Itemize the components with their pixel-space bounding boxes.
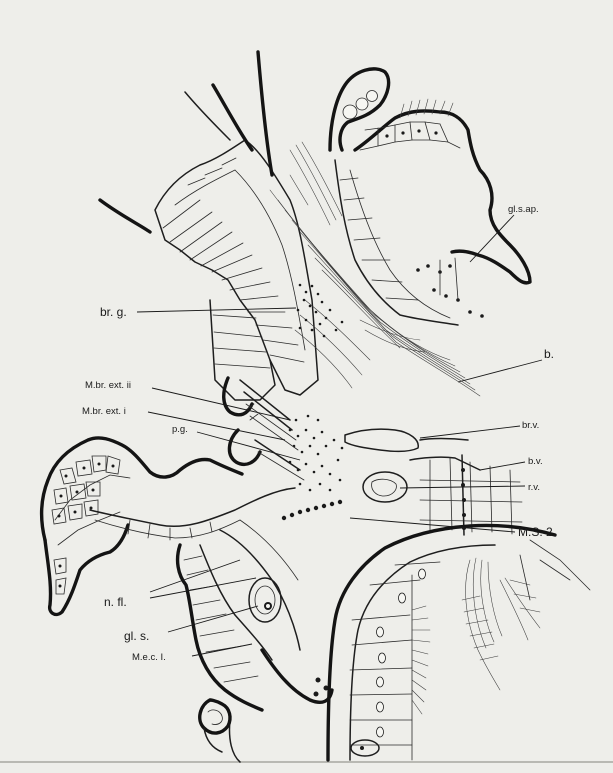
label-b: b.: [544, 347, 554, 361]
label-b-v: b.v.: [528, 456, 543, 467]
label-br-g: br. g.: [100, 305, 127, 319]
label-m-br-ext-ii: M.br. ext. ii: [85, 380, 131, 391]
label-gl-s-ap: gl.s.ap.: [508, 204, 539, 215]
label-ms2: M.S. 2.: [518, 525, 556, 539]
label-r-v: r.v.: [528, 482, 540, 493]
label-br-v: br.v.: [522, 420, 539, 431]
label-m-br-ext-i: M.br. ext. i: [82, 406, 126, 417]
label-n-fl: n. fl.: [104, 595, 127, 609]
label-m-e-c-i: M.e.c. I.: [132, 652, 166, 663]
label-gl-s: gl. s.: [124, 629, 149, 643]
label-pg: p.g.: [172, 424, 188, 435]
